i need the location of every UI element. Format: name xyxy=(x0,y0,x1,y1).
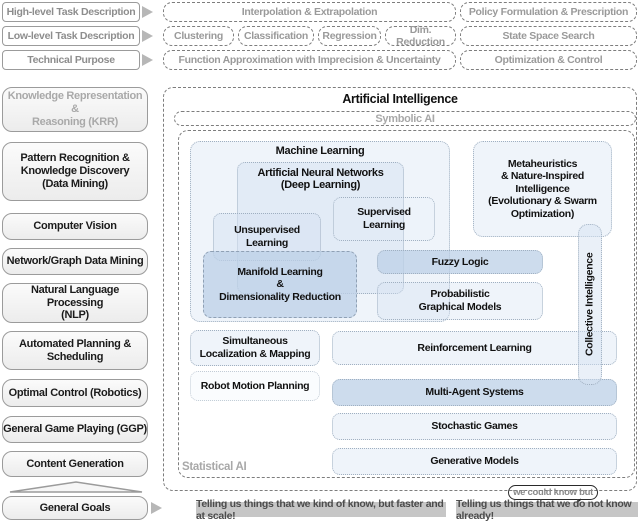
stochastic-games-text: Stochastic Games xyxy=(431,420,518,433)
sidebar-item-graph-mining: Network/Graph Data Mining xyxy=(2,248,148,275)
planning-label: Automated Planning & Scheduling xyxy=(19,337,131,363)
generative-models-box: Generative Models xyxy=(332,448,617,475)
mas-text: Multi-Agent Systems xyxy=(425,386,524,399)
fuzzy-text: Fuzzy Logic xyxy=(431,255,489,268)
classification-label: Classification xyxy=(243,30,309,42)
sidebar-item-optimal-control: Optimal Control (Robotics) xyxy=(2,379,148,407)
technical-purpose-box: Technical Purpose xyxy=(2,50,140,70)
manifold-text: Manifold Learning & Dimensionality Reduc… xyxy=(219,265,341,303)
ann-label: Artificial Neural Networks (Deep Learnin… xyxy=(237,165,404,193)
sidebar-item-planning: Automated Planning & Scheduling xyxy=(2,331,148,370)
rl-text: Reinforcement Learning xyxy=(417,341,532,354)
metaheuristics-text: Metaheuristics & Nature-Inspired Intelli… xyxy=(488,157,597,220)
ann-text: Artificial Neural Networks (Deep Learnin… xyxy=(257,167,384,191)
state-space-label: State Space Search xyxy=(502,30,595,42)
speech-bubble: we could know but xyxy=(508,485,598,500)
pgm-box: Probabilistic Graphical Models xyxy=(377,282,543,320)
caption-right: Telling us things that we do not know al… xyxy=(456,498,638,521)
generative-models-text: Generative Models xyxy=(430,455,519,468)
multi-agent-systems-box: Multi-Agent Systems xyxy=(332,379,617,406)
policy-label: Policy Formulation & Prescription xyxy=(468,6,629,18)
ai-title-label: Artificial Intelligence xyxy=(342,92,458,106)
generality-triangle-icon xyxy=(9,481,143,493)
arrow-right-icon xyxy=(142,54,153,66)
function-approx-label: Function Approximation with Imprecision … xyxy=(178,54,441,66)
symbolic-ai-box xyxy=(174,111,636,126)
interpolation-box: Interpolation & Extrapolation xyxy=(163,2,456,22)
statistical-ai-text: Statistical AI xyxy=(182,461,247,473)
pattern-recognition-label: Pattern Recognition & Knowledge Discover… xyxy=(20,152,130,190)
caption-left-text: Telling us things that we kind of know, … xyxy=(196,497,444,521)
sidebar-item-general-goals: General Goals xyxy=(2,496,148,520)
ggp-label: General Game Playing (GGP) xyxy=(3,423,147,436)
caption-left: Telling us things that we kind of know, … xyxy=(196,498,446,521)
metaheuristics-box: Metaheuristics & Nature-Inspired Intelli… xyxy=(473,141,612,237)
computer-vision-label: Computer Vision xyxy=(33,220,117,233)
arrow-right-icon xyxy=(142,6,153,18)
machine-learning-label: Machine Learning xyxy=(190,144,450,158)
general-goals-label: General Goals xyxy=(39,501,111,514)
regression-label: Regression xyxy=(322,30,377,42)
symbolic-ai-text: Symbolic AI xyxy=(375,112,435,125)
stochastic-games-box: Stochastic Games xyxy=(332,413,617,440)
regression-box: Regression xyxy=(318,26,381,46)
pgm-text: Probabilistic Graphical Models xyxy=(418,288,502,313)
dim-reduction-box: Dim. Reduction xyxy=(385,24,456,48)
optimization-box: Optimization & Control xyxy=(460,50,637,70)
unsupervised-text: Unsupervised Learning xyxy=(234,224,300,249)
sidebar-item-krr: Knowledge Representation & Reasoning (KR… xyxy=(2,87,148,132)
arrow-right-icon xyxy=(142,30,153,42)
dim-reduction-label: Dim. Reduction xyxy=(396,24,445,48)
policy-box: Policy Formulation & Prescription xyxy=(460,2,637,22)
sidebar-item-pattern-recognition: Pattern Recognition & Knowledge Discover… xyxy=(2,142,148,201)
robot-motion-planning-box: Robot Motion Planning xyxy=(190,371,320,401)
statistical-ai-label: Statistical AI xyxy=(182,461,247,473)
optimal-control-label: Optimal Control (Robotics) xyxy=(8,386,142,399)
bubble-text: we could know but xyxy=(513,487,593,498)
caption-right-text: Telling us things that we do not know al… xyxy=(456,497,632,521)
sidebar-item-content-generation: Content Generation xyxy=(2,451,148,477)
manifold-learning-box: Manifold Learning & Dimensionality Reduc… xyxy=(203,251,357,318)
artificial-intelligence-title: Artificial Intelligence xyxy=(163,91,637,107)
high-level-task-label: High-level Task Description xyxy=(6,6,136,18)
sidebar-item-computer-vision: Computer Vision xyxy=(2,213,148,240)
fuzzy-logic-box: Fuzzy Logic xyxy=(377,250,543,274)
ml-text: Machine Learning xyxy=(275,145,365,157)
supervised-learning-box: Supervised Learning xyxy=(333,197,435,241)
optimization-label: Optimization & Control xyxy=(494,54,603,66)
slam-text: Simultaneous Localization & Mapping xyxy=(199,335,311,360)
rmp-text: Robot Motion Planning xyxy=(200,379,310,392)
clustering-label: Clustering xyxy=(174,30,223,42)
slam-box: Simultaneous Localization & Mapping xyxy=(190,330,320,366)
content-generation-label: Content Generation xyxy=(26,457,124,470)
arrow-right-icon xyxy=(151,502,162,514)
supervised-text: Supervised Learning xyxy=(357,206,411,231)
collective-intelligence-box: Collective Intelligence xyxy=(578,224,602,385)
sidebar-item-ggp: General Game Playing (GGP) xyxy=(2,416,148,443)
high-level-task-box: High-level Task Description xyxy=(2,2,140,22)
classification-box: Classification xyxy=(238,26,314,46)
graph-mining-label: Network/Graph Data Mining xyxy=(6,255,144,268)
nlp-label: Natural Language Processing (NLP) xyxy=(30,283,120,322)
function-approx-box: Function Approximation with Imprecision … xyxy=(163,50,456,70)
reinforcement-learning-box: Reinforcement Learning xyxy=(332,331,617,365)
sidebar-item-nlp: Natural Language Processing (NLP) xyxy=(2,283,148,323)
symbolic-ai-label: Symbolic AI xyxy=(174,111,636,126)
technical-purpose-label: Technical Purpose xyxy=(27,54,115,66)
state-space-box: State Space Search xyxy=(460,26,637,46)
collective-intelligence-text: Collective Intelligence xyxy=(583,252,596,357)
interpolation-label: Interpolation & Extrapolation xyxy=(241,6,378,18)
low-level-task-box: Low-level Task Description xyxy=(2,26,140,46)
krr-label: Knowledge Representation & Reasoning (KR… xyxy=(7,90,143,128)
clustering-box: Clustering xyxy=(163,26,234,46)
low-level-task-label: Low-level Task Description xyxy=(7,30,135,42)
